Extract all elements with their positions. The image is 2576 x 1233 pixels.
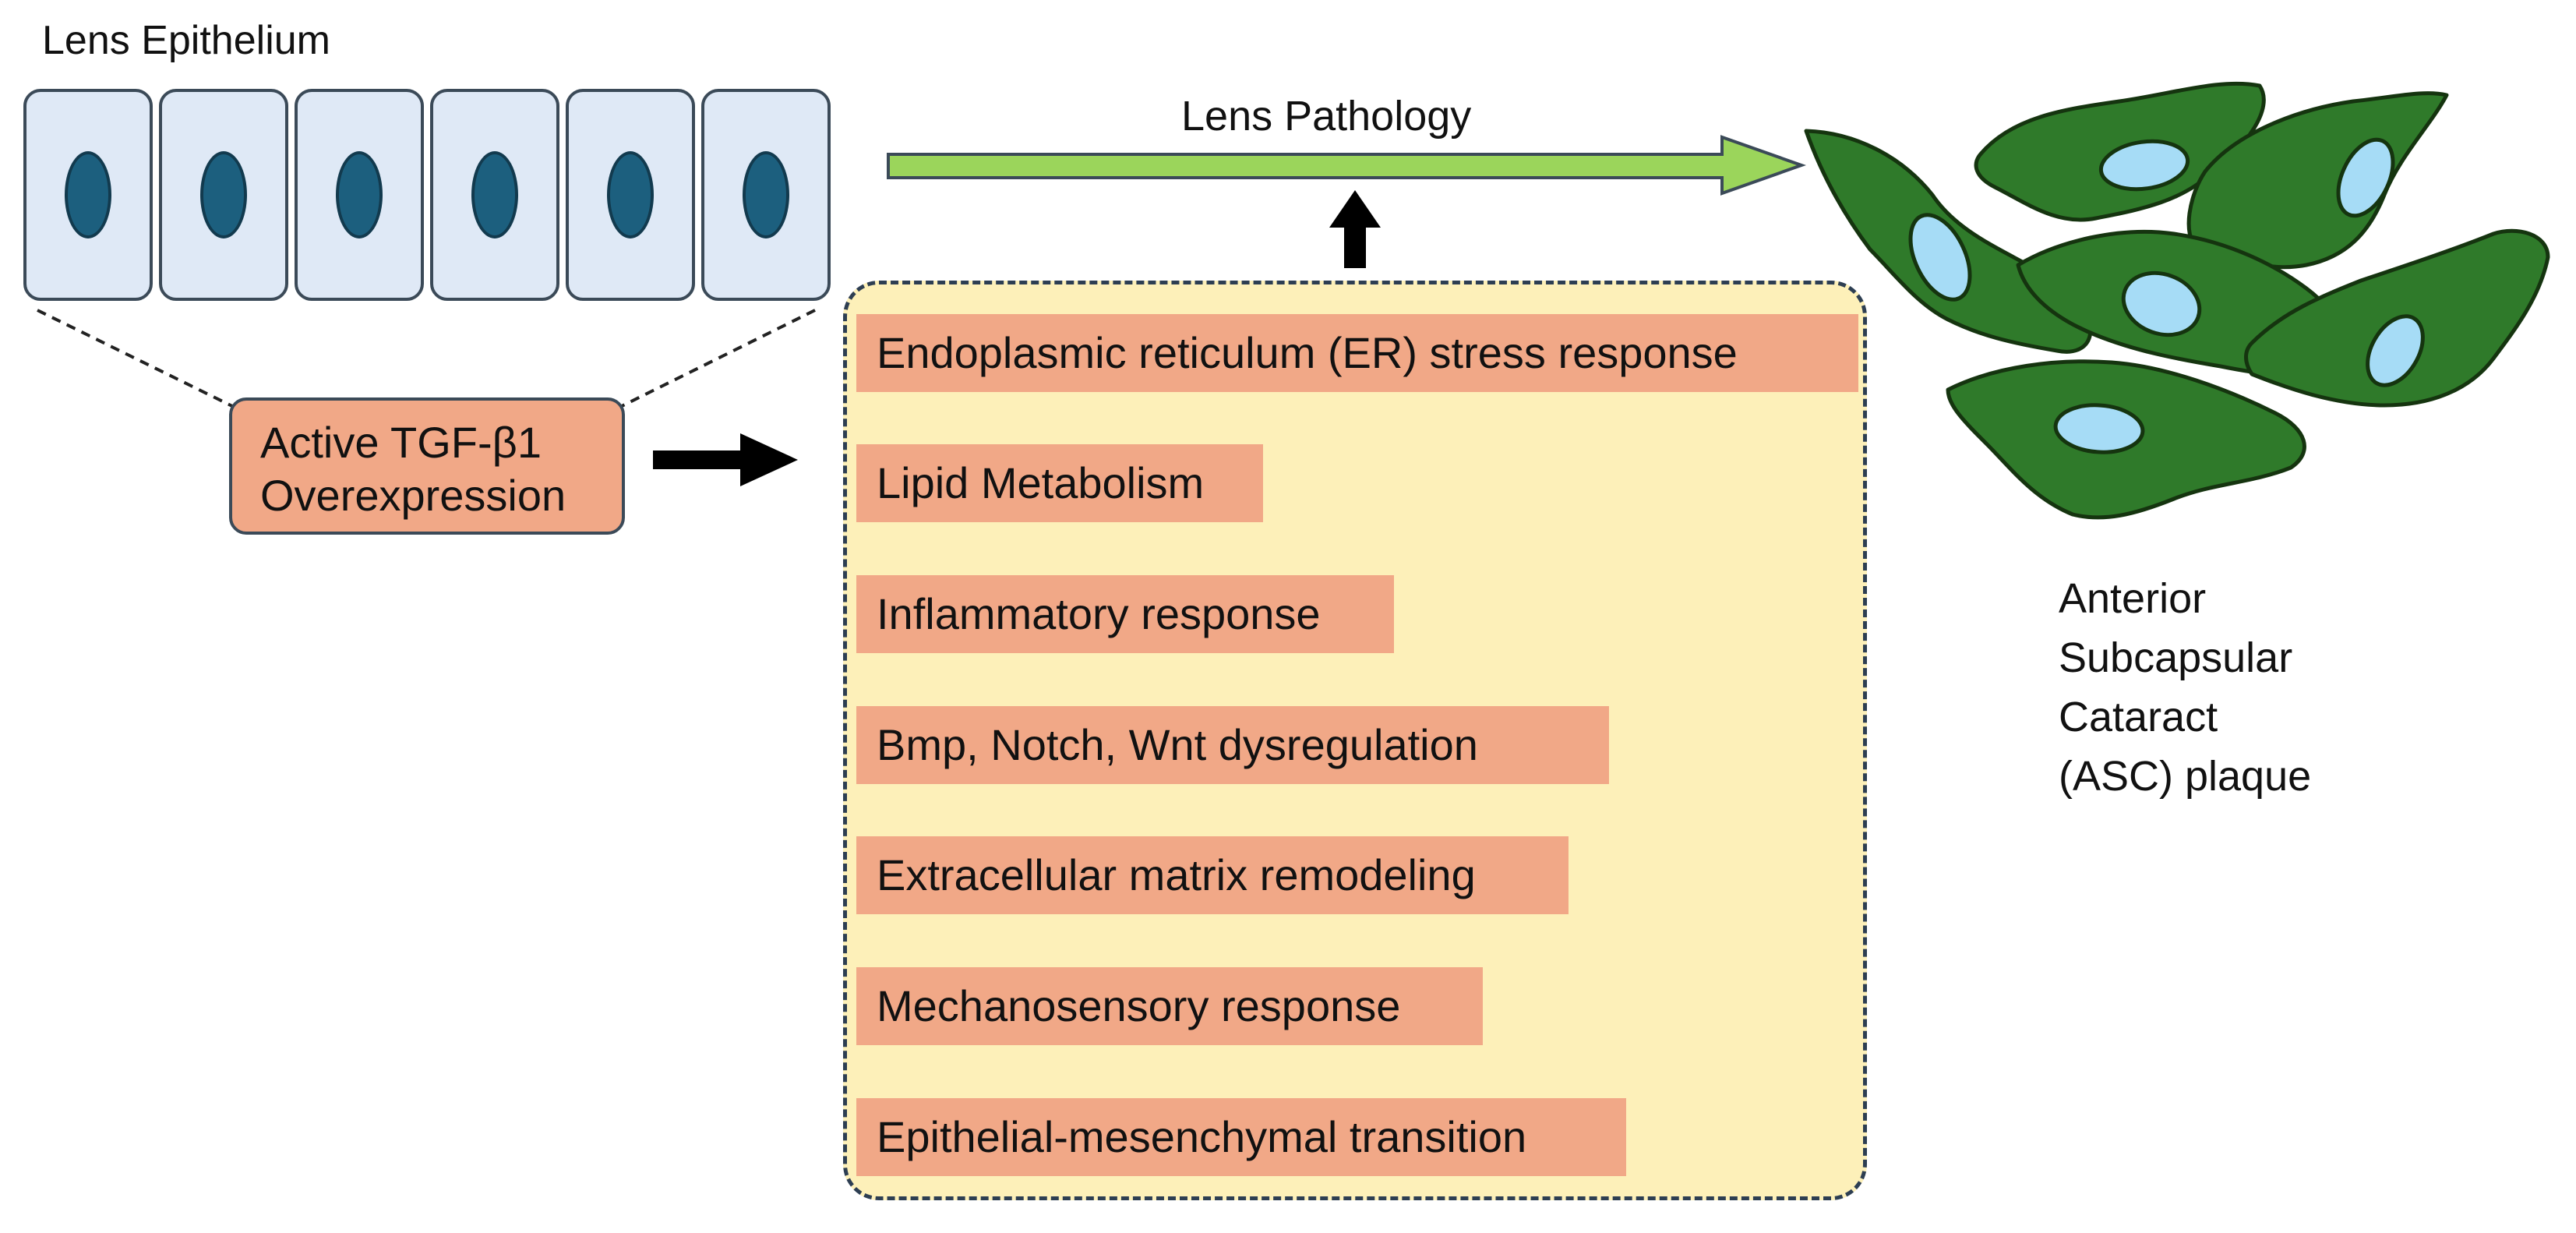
arrow-right-icon (653, 433, 798, 486)
cell-nucleus (607, 151, 654, 238)
pathway-item: Extracellular matrix remodeling (856, 836, 1569, 914)
pathway-item: Lipid Metabolism (856, 444, 1263, 522)
pathway-item: Epithelial-mesenchymal transition (856, 1098, 1626, 1176)
epithelial-cell (23, 89, 153, 301)
plaque-nucleus (2336, 137, 2395, 218)
pathway-item: Bmp, Notch, Wnt dysregulation (856, 706, 1609, 784)
cell-nucleus (65, 151, 111, 238)
pathway-item: Mechanosensory response (856, 967, 1483, 1045)
asc-label-line: (ASC) plaque (2059, 753, 2312, 800)
asc-plaque-label: Anterior Subcapsular Cataract (ASC) plaq… (2059, 569, 2311, 806)
epithelial-cell (430, 89, 559, 301)
plaque-nucleus (2053, 403, 2145, 454)
cell-nucleus (743, 151, 789, 238)
asc-plaque-illustration (1804, 81, 2550, 520)
pathway-item: Endoplasmic reticulum (ER) stress respon… (856, 314, 1858, 392)
cell-nucleus (336, 151, 383, 238)
cell-nucleus (200, 151, 247, 238)
lens-epithelium-cells (23, 89, 834, 304)
epithelial-cell (566, 89, 695, 301)
tgf-beta1-box: Active TGF-β1 Overexpression (229, 397, 625, 535)
lens-pathology-title: Lens Pathology (1181, 93, 1472, 140)
asc-label-line: Cataract (2059, 694, 2218, 740)
pathology-arrow (887, 135, 1807, 196)
arrow-up-icon (1329, 190, 1381, 268)
epithelial-cell (159, 89, 288, 301)
lens-epithelium-title: Lens Epithelium (42, 18, 330, 63)
cell-nucleus (471, 151, 518, 238)
zoom-line-left (37, 309, 235, 408)
pathway-item: Inflammatory response (856, 575, 1394, 653)
plaque-nucleus (2121, 270, 2202, 337)
plaque-nucleus (1908, 213, 1972, 302)
asc-label-line: Subcapsular (2059, 634, 2293, 681)
asc-label-line: Anterior (2059, 575, 2207, 622)
tgf-line-1: Active TGF-β1 (260, 418, 542, 467)
pathways-panel: Endoplasmic reticulum (ER) stress respon… (843, 281, 1867, 1200)
epithelial-cell (295, 89, 424, 301)
tgf-line-2: Overexpression (260, 471, 566, 520)
epithelial-cell (701, 89, 831, 301)
plaque-nucleus (2098, 139, 2190, 192)
plaque-nucleus (2366, 314, 2425, 387)
zoom-line-right (619, 309, 816, 408)
